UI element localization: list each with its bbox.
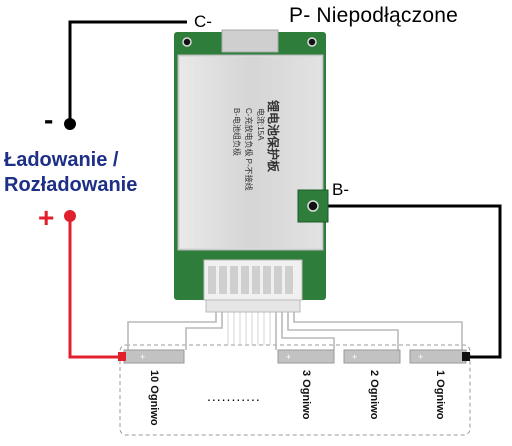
b-minus-pad-area bbox=[297, 189, 329, 223]
balance-ribbon bbox=[227, 312, 271, 345]
cell-1: + bbox=[409, 349, 470, 364]
b-minus-label: B- bbox=[332, 180, 349, 199]
svg-text:+: + bbox=[352, 352, 357, 362]
svg-text:+: + bbox=[286, 352, 291, 362]
svg-text:+: + bbox=[418, 352, 423, 362]
cell-2: + bbox=[343, 349, 401, 364]
balance-wires bbox=[127, 312, 463, 350]
charge-label-line2: Rozładowanie bbox=[4, 174, 138, 196]
board-text-3: C-充放电负极 P-不接线 bbox=[244, 108, 253, 191]
b-minus-pad bbox=[307, 200, 319, 212]
cell-label-1: 1 Ogniwo bbox=[434, 370, 446, 420]
plus-terminal-dot bbox=[64, 210, 76, 222]
minus-sign: - bbox=[44, 104, 54, 135]
charge-label-line1: Ładowanie / bbox=[4, 149, 119, 171]
board-text-2: 电流:15A bbox=[256, 108, 265, 141]
cell-3: + bbox=[277, 349, 335, 364]
svg-text:+: + bbox=[140, 352, 145, 362]
battery-pack-outline bbox=[119, 344, 471, 436]
b-minus-wire bbox=[325, 204, 502, 359]
cell-label-10: 10 Ogniwo bbox=[148, 370, 160, 426]
minus-terminal-dot bbox=[64, 118, 76, 130]
cell-10: + bbox=[118, 349, 185, 364]
board-text-1: 锂电池保护板 bbox=[266, 100, 280, 173]
top-connector bbox=[221, 29, 279, 53]
p-minus-pad bbox=[307, 37, 317, 47]
balance-plug bbox=[205, 299, 301, 313]
board-text-4: B-电池组负极 bbox=[232, 108, 241, 156]
c-minus-wire bbox=[68, 20, 187, 120]
positive-wire bbox=[68, 218, 120, 359]
bms-board bbox=[174, 29, 329, 313]
cell-label-2: 2 Ogniwo bbox=[368, 370, 380, 420]
cell-label-3: 3 Ogniwo bbox=[300, 370, 312, 420]
c-minus-label: C- bbox=[194, 12, 212, 31]
c-minus-pad bbox=[182, 37, 192, 47]
plus-sign: + bbox=[38, 202, 55, 233]
cells-ellipsis: ........... bbox=[207, 388, 261, 404]
title: P- Niepodłączone bbox=[289, 4, 458, 27]
